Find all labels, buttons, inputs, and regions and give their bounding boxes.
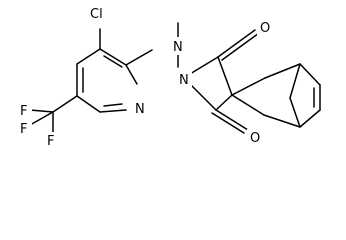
atom-o-top: O: [260, 21, 270, 36]
atom-f3: F: [47, 134, 54, 149]
atom-n-amine: N: [173, 40, 183, 55]
atom-f2: F: [20, 122, 27, 137]
atom-cl: Cl: [90, 7, 103, 22]
atom-n-imide: N: [179, 73, 189, 88]
substituent-bonds: [29, 22, 179, 133]
atom-labels: Cl N N N O O F F F: [20, 4, 273, 149]
pyridine-ring: [76, 48, 138, 113]
atom-o-bottom: O: [250, 131, 260, 146]
structure-diagram: Cl N N N O O F F F: [20, 4, 321, 149]
atom-n-pyridine: N: [135, 102, 145, 117]
atom-f1: F: [20, 104, 27, 119]
bicyclic-imide: [189, 29, 321, 134]
